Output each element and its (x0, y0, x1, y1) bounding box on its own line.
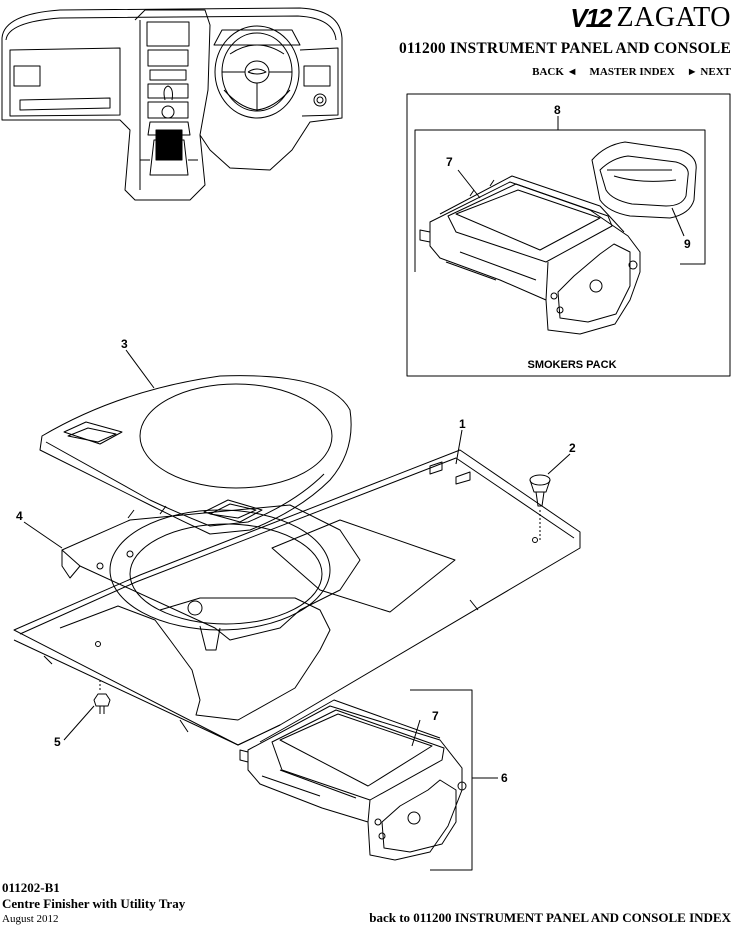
holder-assembly (239, 689, 498, 871)
callout-8: 8 (554, 103, 561, 117)
brand-logo: V12 ZAGATO (570, 2, 731, 34)
part-code: 011202-B1 (2, 880, 60, 895)
callout-3: 3 (121, 337, 128, 351)
callout-7a: 7 (446, 155, 453, 169)
clip (93, 680, 111, 714)
v12-logo: V12 (570, 2, 612, 33)
callout-9: 9 (684, 237, 691, 251)
smokers-pack-holder (419, 175, 641, 335)
page-subtitle: Centre Finisher with Utility Tray (2, 896, 186, 911)
dashboard-overview (1, 7, 343, 201)
base-plate (13, 449, 581, 746)
ashtray-insert (591, 141, 697, 219)
callout-5: 5 (54, 735, 61, 749)
screw (529, 474, 551, 540)
nav-bar: BACK ◄ MASTER INDEX ► NEXT (532, 66, 731, 78)
brand-name: ZAGATO (616, 2, 731, 33)
callout-1: 1 (459, 417, 466, 431)
callout-7b: 7 (432, 709, 439, 723)
smokers-pack-inset (406, 93, 731, 377)
callout-4: 4 (16, 509, 23, 523)
callout-2: 2 (569, 441, 576, 455)
back-link[interactable]: BACK ◄ (532, 66, 578, 78)
inset-label: SMOKERS PACK (527, 359, 616, 371)
section-title: 011200 INSTRUMENT PANEL AND CONSOLE (399, 40, 731, 57)
centre-finisher (39, 375, 352, 535)
callout-6: 6 (501, 771, 508, 785)
back-to-index-link[interactable]: back to 011200 INSTRUMENT PANEL AND CONS… (369, 910, 731, 925)
master-index-link[interactable]: MASTER INDEX (589, 66, 675, 78)
page-date: August 2012 (2, 913, 59, 925)
next-link[interactable]: ► NEXT (686, 66, 731, 78)
finisher-frame (61, 504, 361, 651)
